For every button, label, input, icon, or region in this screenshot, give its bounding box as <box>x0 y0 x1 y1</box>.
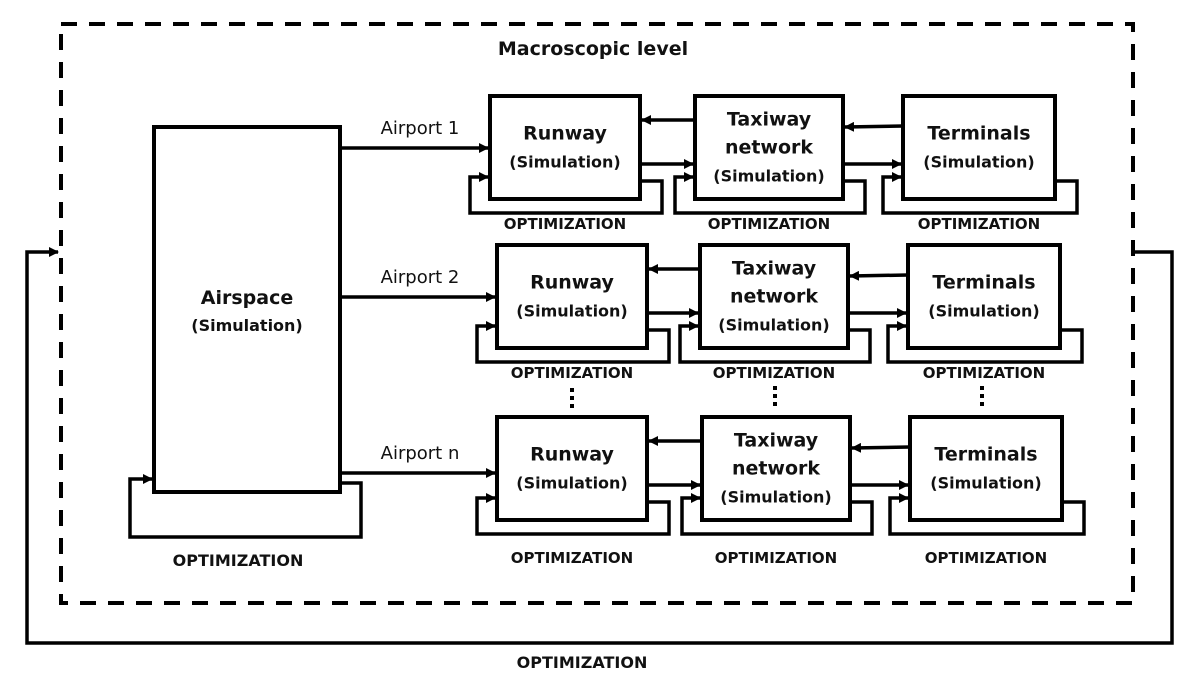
terminals-box <box>906 243 1062 350</box>
macroscopic-level-frame <box>59 22 1135 605</box>
airport-edge-label: Airport n <box>381 443 460 464</box>
terminals-box <box>901 94 1057 201</box>
taxiway-optimization-loop <box>673 172 867 215</box>
runway-optimization-loop <box>475 493 671 536</box>
taxiway-box <box>700 415 852 522</box>
terminals-optimization-loop <box>881 172 1079 215</box>
taxiway-optimization-loop <box>678 321 872 364</box>
terminals-optimization-label: OPTIMIZATION <box>925 549 1048 567</box>
runway-optimization-label: OPTIMIZATION <box>504 215 627 233</box>
runway-name: Runway <box>530 444 614 466</box>
outer-optimization-label: OPTIMIZATION <box>517 653 648 672</box>
runway-sub: (Simulation) <box>516 302 628 321</box>
taxiway-optimization-label: OPTIMIZATION <box>713 364 836 382</box>
taxiway-name2: network <box>732 458 820 480</box>
terminals-block: Terminals (Simulation) OPTIMIZATION <box>886 243 1084 382</box>
terminals-sub: (Simulation) <box>923 153 1035 172</box>
terminals-sub: (Simulation) <box>928 302 1040 321</box>
runway-block: Runway (Simulation) OPTIMIZATION <box>475 415 671 567</box>
terminals-name: Terminals <box>932 272 1035 294</box>
taxiway-name1: Taxiway <box>734 430 819 452</box>
runway-optimization-label: OPTIMIZATION <box>511 549 634 567</box>
terminals-sub: (Simulation) <box>930 474 1042 493</box>
airspace-name: Airspace <box>201 287 293 309</box>
taxiway-sub: (Simulation) <box>713 167 825 186</box>
runway-optimization-loop <box>475 321 671 364</box>
terminals-to-taxiway-arrow <box>844 121 904 132</box>
taxiway-sub: (Simulation) <box>720 488 832 507</box>
terminals-optimization-loop <box>886 321 1084 364</box>
runway-name: Runway <box>523 123 607 145</box>
macroscopic-level-title: Macroscopic level <box>498 38 688 60</box>
terminals-optimization-label: OPTIMIZATION <box>918 215 1041 233</box>
terminals-to-taxiway-arrow <box>849 270 909 281</box>
runway-sub: (Simulation) <box>509 153 621 172</box>
terminals-name: Terminals <box>927 123 1030 145</box>
terminals-name: Terminals <box>934 444 1037 466</box>
terminals-optimization-label: OPTIMIZATION <box>923 364 1046 382</box>
runway-box <box>495 415 649 522</box>
runway-sub: (Simulation) <box>516 474 628 493</box>
runway-box <box>495 243 649 350</box>
taxiway-box <box>693 94 845 201</box>
terminals-block: Terminals (Simulation) OPTIMIZATION <box>888 415 1086 567</box>
terminals-box <box>908 415 1064 522</box>
taxiway-block: Taxiway network (Simulation) OPTIMIZATION <box>680 415 874 567</box>
airspace-optimization-loop <box>128 474 363 539</box>
airspace-box <box>152 125 342 494</box>
taxiway-sub: (Simulation) <box>718 316 830 335</box>
runway-optimization-loop <box>468 172 664 215</box>
airspace-optimization-label: OPTIMIZATION <box>173 551 304 570</box>
taxiway-name1: Taxiway <box>732 258 817 280</box>
taxiway-name2: network <box>730 286 818 308</box>
taxiway-optimization-label: OPTIMIZATION <box>715 549 838 567</box>
taxiway-box <box>698 243 850 350</box>
runway-block: Runway (Simulation) OPTIMIZATION <box>468 94 664 233</box>
taxiway-block: Taxiway network (Simulation) OPTIMIZATION <box>673 94 867 233</box>
terminals-block: Terminals (Simulation) OPTIMIZATION <box>881 94 1079 233</box>
airport-edge-label: Airport 1 <box>381 118 460 139</box>
airspace-block: Airspace (Simulation) OPTIMIZATION <box>128 125 363 570</box>
taxiway-name1: Taxiway <box>727 109 812 131</box>
terminals-to-taxiway-arrow <box>851 442 911 453</box>
runway-block: Runway (Simulation) OPTIMIZATION <box>475 243 671 382</box>
runway-optimization-label: OPTIMIZATION <box>511 364 634 382</box>
taxiway-block: Taxiway network (Simulation) OPTIMIZATION <box>678 243 872 382</box>
airspace-sub: (Simulation) <box>191 316 303 335</box>
taxiway-name2: network <box>725 137 813 159</box>
taxiway-optimization-loop <box>680 493 874 536</box>
runway-name: Runway <box>530 272 614 294</box>
airport-edge-label: Airport 2 <box>381 267 460 288</box>
taxiway-optimization-label: OPTIMIZATION <box>708 215 831 233</box>
runway-box <box>488 94 642 201</box>
outer-optimization-loop <box>25 247 1174 645</box>
terminals-optimization-loop <box>888 493 1086 536</box>
